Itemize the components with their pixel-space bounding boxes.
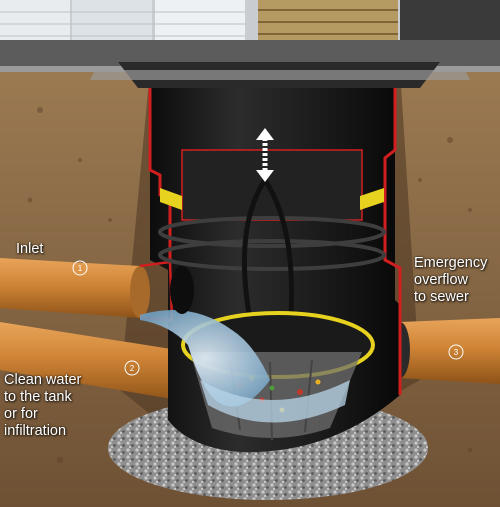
marker-1-label: 1 [78,264,83,273]
double-arrow-vertical-icon [256,128,274,182]
emergency-overflow-label: Emergency overflow to sewer [414,255,488,305]
building-left [0,0,70,45]
clean-water-label: Clean water to the tank or for infiltrat… [4,372,82,439]
inlet-opening [170,266,194,314]
marker-1: 1 [72,260,88,276]
overflow-pipe [390,318,500,384]
cutaway-edge-right [383,88,402,395]
cover-rim [90,70,470,80]
soil-texture [27,107,473,463]
yellow-grip-right [360,188,384,210]
shaft-ring-2 [158,239,386,271]
building-right-block [155,0,245,45]
window-grid [0,11,245,37]
building-mid [72,0,152,45]
water-pool [200,380,350,423]
water-flow [140,310,270,407]
pallet-slats [258,9,398,35]
shaft-ring-1 [158,216,386,248]
marker-3: 3 [448,344,464,360]
marker-3-label: 3 [454,348,459,357]
cutaway-edge-left [148,88,172,260]
dark-wall [400,0,500,45]
shaft-inner-band [181,149,363,221]
inlet-label: Inlet [16,241,44,257]
marker-2: 2 [124,360,140,376]
marker-2-label: 2 [130,364,135,373]
yellow-grip-left [160,188,182,210]
inlet-pipe [0,258,150,318]
